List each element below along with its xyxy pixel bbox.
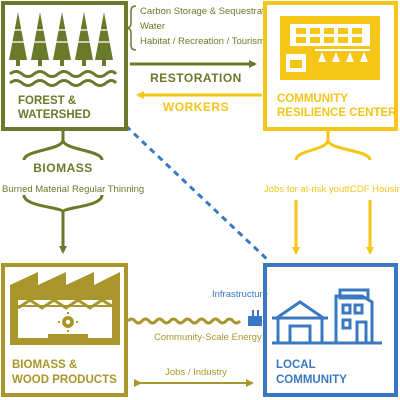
wood-title-line2: WOOD PRODUCTS	[12, 374, 117, 386]
wood-products-box: BIOMASS & WOOD PRODUCTS	[1, 263, 128, 397]
center-title-line1: COMMUNITY	[277, 93, 348, 105]
service-habitat: Habitat / Recreation / Tourism	[140, 36, 265, 47]
community-title-line2: COMMUNITY	[276, 374, 347, 386]
center-title-line2: RESILIENCE CENTER	[277, 107, 397, 119]
building-icon	[280, 16, 380, 80]
forest-trees-icon	[9, 12, 113, 66]
community-title-line1: LOCAL	[276, 359, 316, 371]
services-brace	[125, 5, 137, 51]
factory-icon	[10, 272, 120, 345]
workers-label: WORKERS	[163, 100, 229, 114]
houses-icon	[272, 288, 382, 345]
wood-title-line1: BIOMASS &	[12, 359, 77, 371]
forest-title-line1: FOREST &	[18, 95, 76, 107]
jobs-industry-label: Jobs / Industry	[165, 367, 227, 378]
forest-watershed-box: FOREST & WATERSHED	[1, 1, 128, 131]
energy-wavy-line	[126, 317, 242, 325]
power-plug-icon	[248, 310, 262, 326]
service-carbon: Carbon Storage & Sequestration	[140, 6, 277, 17]
local-community-box: LOCAL COMMUNITY	[263, 263, 398, 397]
biomass-label: BIOMASS	[33, 161, 93, 175]
forest-title-line2: WATERSHED	[18, 109, 91, 121]
biomass-flow	[22, 131, 104, 254]
infrastructure-label: Infrastructure	[212, 289, 268, 300]
center-community-flow	[292, 131, 374, 255]
resilience-center-box: COMMUNITY RESILIENCE CENTER	[263, 1, 398, 131]
service-water: Water	[140, 21, 165, 32]
energy-label: Community-Scale Energy	[154, 332, 262, 343]
water-waves-icon	[9, 70, 118, 87]
jobs-youth-label: Jobs for at-risk youth	[264, 184, 352, 195]
restoration-label: RESTORATION	[150, 71, 242, 85]
regular-thinning-label: Regular Thinning	[72, 184, 144, 195]
burned-material-label: Burned Material	[2, 184, 69, 195]
forest-community-dashed-link	[124, 124, 272, 264]
cdf-housing-label: CDF Housing	[350, 184, 400, 195]
